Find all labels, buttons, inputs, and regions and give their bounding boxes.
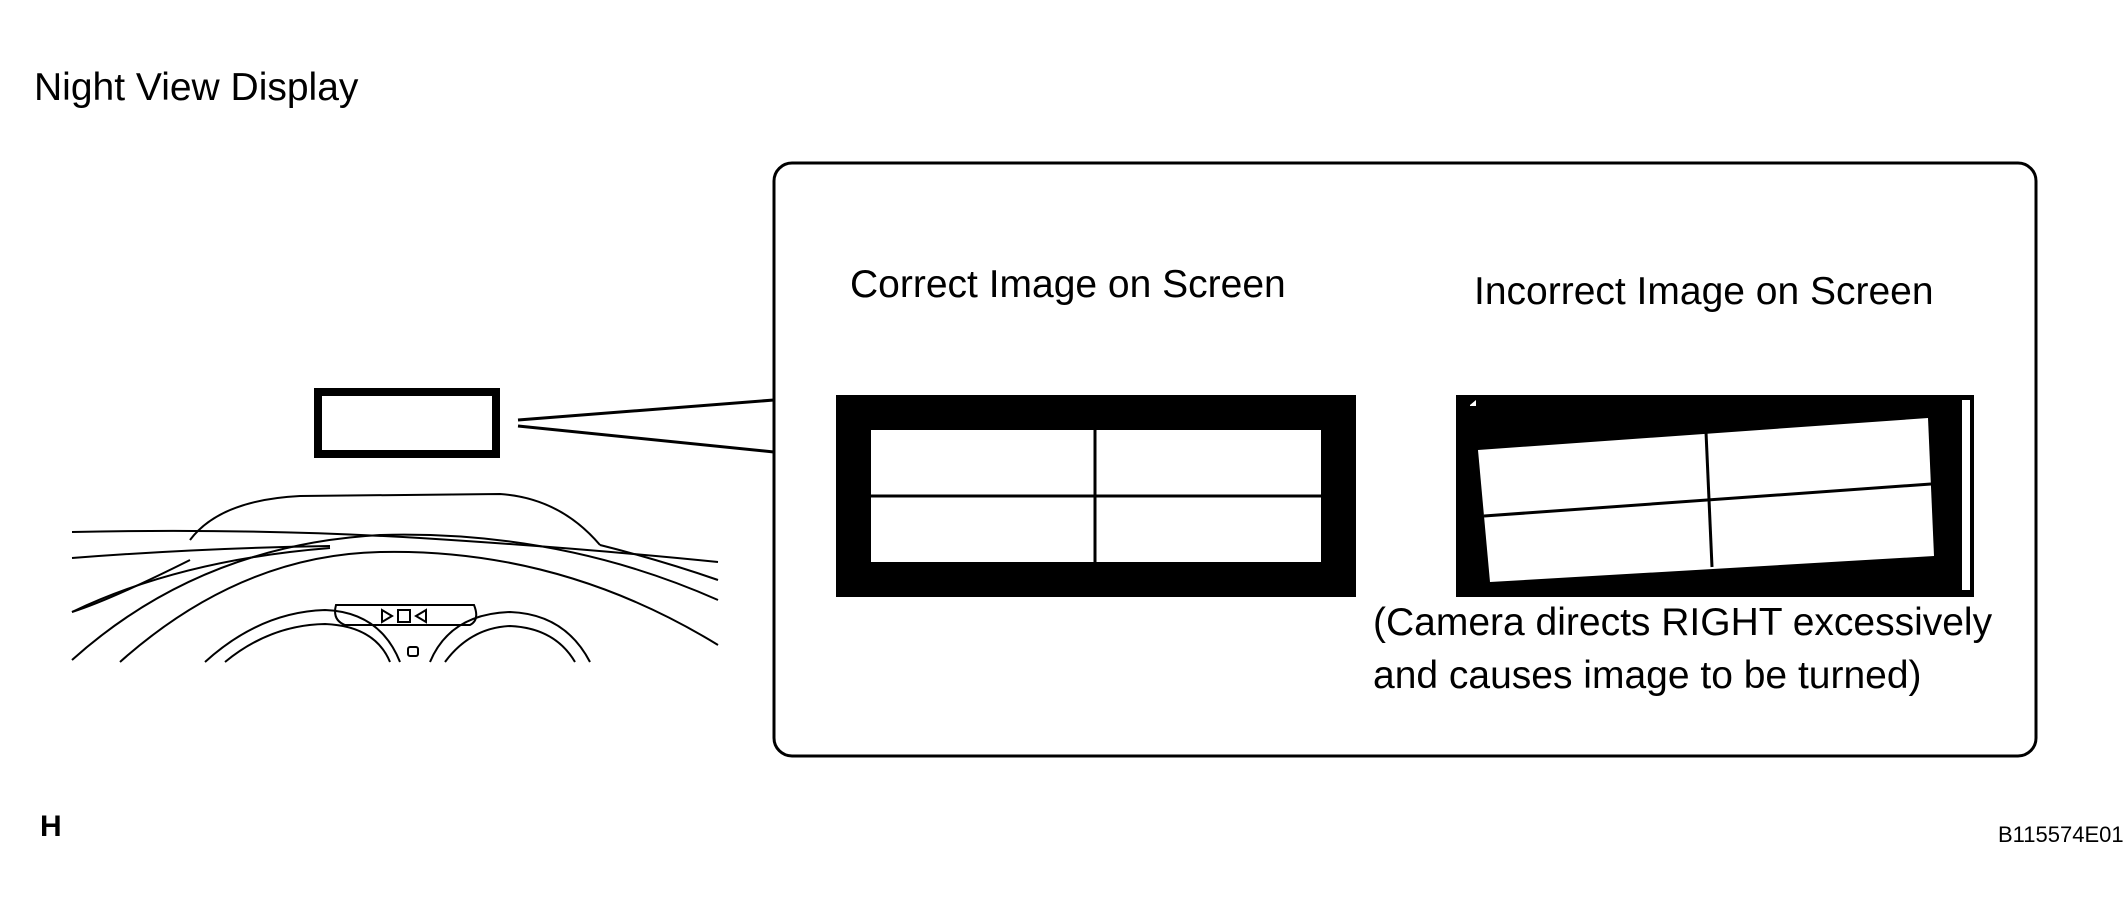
page-title: Night View Display — [34, 66, 359, 109]
dashboard-illustration — [71, 492, 719, 663]
correct-screen-image — [836, 395, 1356, 597]
correct-image-label: Correct Image on Screen — [850, 263, 1286, 306]
section-mark: H — [40, 810, 62, 843]
callout-pointer — [517, 398, 775, 454]
incorrect-screen-image — [1456, 395, 1974, 597]
figure-id: B115574E01 — [1998, 822, 2124, 847]
incorrect-image-caption: (Camera directs RIGHT excessively and ca… — [1373, 596, 1992, 702]
caption-line-2: and causes image to be turned) — [1373, 654, 1922, 697]
caption-line-1: (Camera directs RIGHT excessively — [1373, 601, 1993, 644]
callout-box — [772, 161, 2038, 758]
incorrect-image-label: Incorrect Image on Screen — [1474, 270, 1934, 313]
display-unit — [314, 388, 500, 458]
